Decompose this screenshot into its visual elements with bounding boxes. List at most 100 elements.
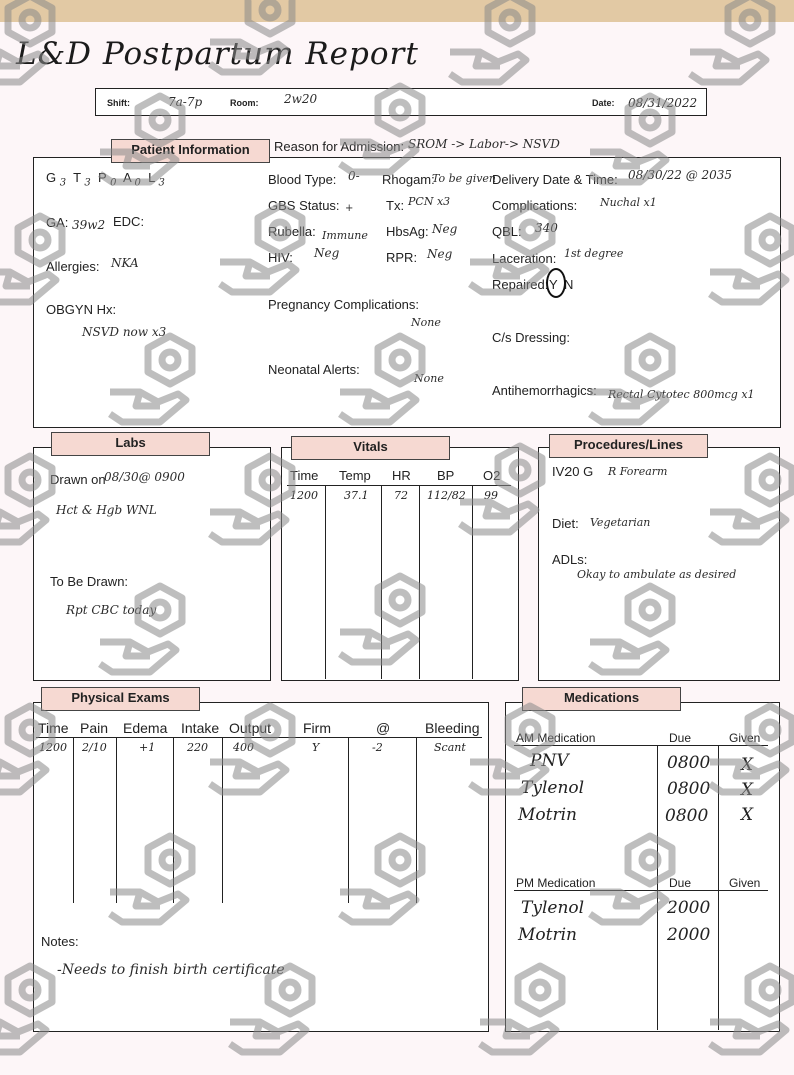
notes-value[interactable]: -Needs to finish birth certificate [57,962,285,978]
neonatal-label: Neonatal Alerts: [268,362,360,377]
room-value[interactable]: 2w20 [284,92,318,106]
repaired-n[interactable]: N [564,277,574,292]
allergies-value[interactable]: NKA [111,256,139,270]
pm-med-name[interactable]: Motrin [518,925,577,945]
pe-col-divider [116,737,117,903]
ga-label: GA: [46,215,69,230]
reason-value[interactable]: SROM -> Labor-> NSVD [408,137,560,151]
obgyn-value[interactable]: NSVD now x3 [82,325,167,339]
am-med-given[interactable]: X [741,755,754,775]
delivery-value[interactable]: 08/30/22 @ 2035 [628,168,733,182]
iv-label: IV: [552,464,568,479]
pm-med-name[interactable]: Tylenol [521,898,585,918]
hbsag-label: HbsAg: [386,224,429,239]
antihem-value[interactable]: Rectal Cytotec 800mcg x1 [608,388,755,401]
pe-col-divider [416,737,417,903]
vitals-cell-o2[interactable]: 99 [484,489,498,502]
am-med-due[interactable]: 0800 [667,753,711,773]
pe-cell-time[interactable]: 1200 [39,741,67,754]
pe-header-at: @ [376,720,391,736]
vitals-cell-hr[interactable]: 72 [394,489,408,502]
qbl-label: QBL: [492,224,522,239]
am-med-header: AM Medication [516,731,596,745]
cs-dressing-label: C/s Dressing: [492,330,571,345]
neonatal-value[interactable]: None [414,372,444,385]
vitals-cell-temp[interactable]: 37.1 [344,489,369,502]
rhogam-value[interactable]: To be given [432,172,497,185]
adls-value[interactable]: Okay to ambulate as desired [577,568,737,581]
gbs-value[interactable]: + [345,203,354,214]
gbs-label: GBS Status: [268,198,340,213]
gtpal: G 3 T 3 P 0 A 0 L 3 [46,170,165,189]
pe-cell-edema[interactable]: +1 [139,741,156,754]
am-med-given[interactable]: X [741,805,754,825]
vitals-header-temp: Temp [339,468,371,483]
diet-label: Diet: [552,516,579,531]
pe-header-output: Output [229,720,272,736]
date-value[interactable]: 08/31/2022 [628,96,698,110]
diet-value[interactable]: Vegetarian [590,516,651,529]
vitals-cell-bp[interactable]: 112/82 [427,489,466,502]
rubella-label: Rubella: [268,224,316,239]
rpr-value[interactable]: Neg [427,247,453,261]
ga-value[interactable]: 39w2 [72,218,106,232]
iv-site[interactable]: R Forearm [608,465,668,478]
pe-cell-at[interactable]: -2 [372,741,383,754]
notes-label: Notes: [41,934,79,949]
delivery-label: Delivery Date & Time: [492,172,618,187]
complications-value[interactable]: Nuchal x1 [600,196,657,209]
pe-header-bleeding: Bleeding [425,720,480,736]
iv-gauge[interactable]: 20 G [565,464,594,479]
drawn-on-label: Drawn on [50,472,106,487]
am-med-name[interactable]: PNV [530,751,569,771]
pe-header-edema: Edema [123,720,168,736]
am-med-given[interactable]: X [741,780,754,800]
vitals-tab: Vitals [291,436,450,460]
hiv-value[interactable]: Neg [314,246,340,260]
pe-cell-intake[interactable]: 220 [187,741,208,754]
to-be-drawn-value[interactable]: Rpt CBC today [66,603,157,617]
pe-col-divider [348,737,349,903]
reason-label: Reason for Admission: [274,139,405,154]
rubella-value[interactable]: Immune [322,229,368,242]
blood-type-value[interactable]: 0- [348,169,360,183]
pe-cell-bleeding[interactable]: Scant [434,741,466,754]
complications-label: Complications: [492,198,578,213]
vitals-header-o2: O2 [483,468,501,483]
drawn-result[interactable]: Hct & Hgb WNL [56,503,157,517]
preg-comp-value[interactable]: None [411,316,441,329]
top-wood-strip [0,0,794,22]
qbl-value[interactable]: 340 [535,221,558,235]
shift-header-bar: Shift: 7a-7p Room: 2w20 Date: 08/31/2022 [95,88,707,116]
shift-value[interactable]: 7a-7p [168,95,203,109]
drawn-on-value[interactable]: 08/30@ 0900 [104,470,185,484]
vitals-header-bp: BP [437,468,455,483]
pe-header-pain: Pain [80,720,109,736]
pm-med-header: PM Medication [516,876,596,890]
pm-med-due[interactable]: 2000 [667,925,711,945]
vitals-cell-time[interactable]: 1200 [290,489,318,502]
repaired-label: Repaired: [492,277,549,292]
am-med-due[interactable]: 0800 [667,779,711,799]
vitals-header-rule [287,485,511,486]
pe-cell-output[interactable]: 400 [233,741,254,754]
vitals-header-time: Time [290,468,319,483]
pe-cell-pain[interactable]: 2/10 [82,741,107,754]
pe-col-divider [173,737,174,903]
pe-cell-firm[interactable]: Y [312,741,320,754]
hbsag-value[interactable]: Neg [432,222,458,236]
adls-label: ADLs: [552,552,588,567]
am-med-name[interactable]: Tylenol [521,778,585,798]
laceration-label: Laceration: [492,251,557,266]
allergies-label: Allergies: [46,259,100,274]
procedures-tab: Procedures/Lines [549,434,708,458]
document-title: L&D Postpartum Report [16,36,419,72]
pm-med-due[interactable]: 2000 [667,898,711,918]
laceration-value[interactable]: 1st degree [564,247,624,260]
vitals-col-divider [472,485,473,679]
am-med-due[interactable]: 0800 [665,806,709,826]
rpr-label: RPR: [386,250,418,265]
patient-info-tab: Patient Information [111,139,270,163]
am-med-name[interactable]: Motrin [518,805,577,825]
tx-value[interactable]: PCN x3 [408,195,451,208]
